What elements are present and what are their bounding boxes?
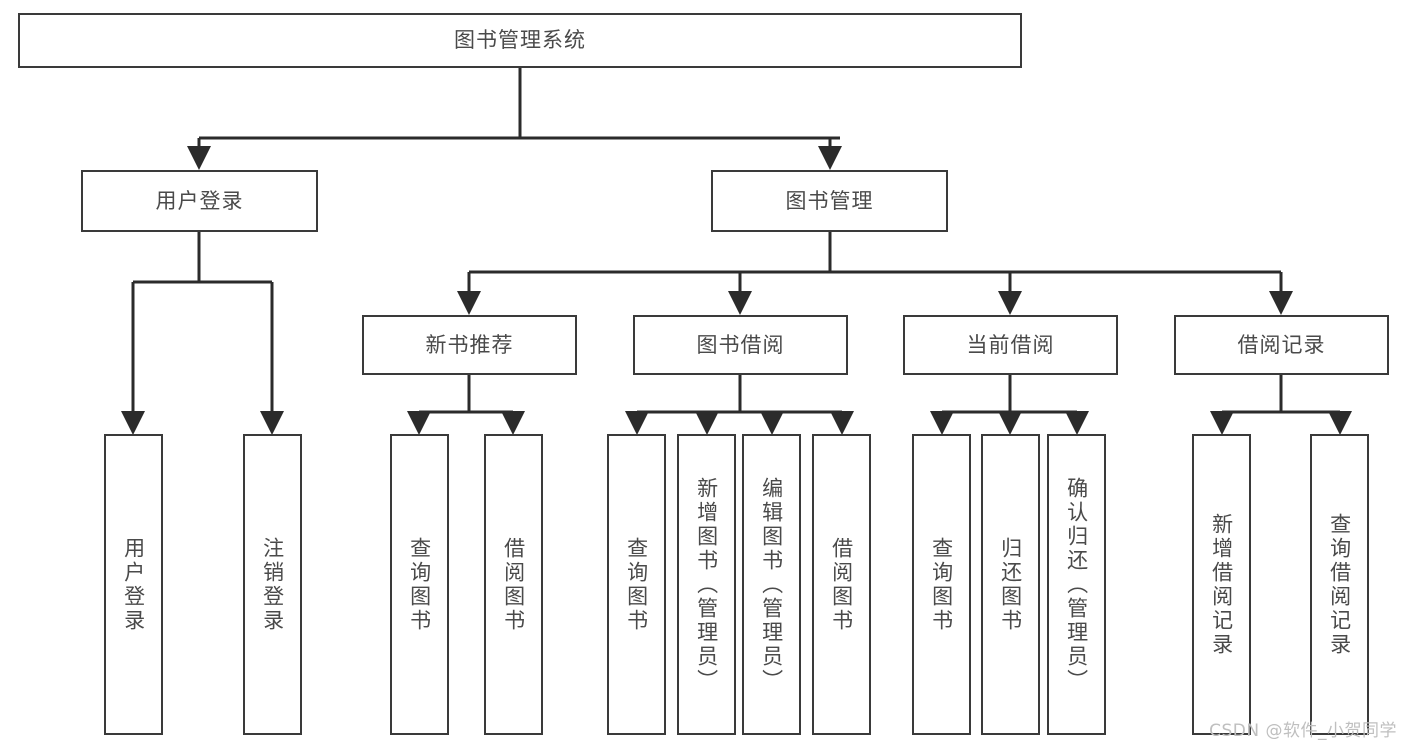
node-leaf-borrow-book-2[interactable]: 借阅图书 <box>812 434 871 735</box>
node-leaf-logout[interactable]: 注销登录 <box>243 434 302 735</box>
node-leaf-logout-label: 注销登录 <box>260 536 285 633</box>
node-leaf-add-book-admin-label: 新增图书（管理员） <box>694 476 719 693</box>
node-leaf-user-login-label: 用户登录 <box>121 536 146 633</box>
node-borrow-records-label: 借阅记录 <box>1237 332 1326 357</box>
node-book-borrow-label: 图书借阅 <box>696 332 785 357</box>
node-leaf-query-book-3[interactable]: 查询图书 <box>912 434 971 735</box>
node-current-borrow[interactable]: 当前借阅 <box>903 315 1118 375</box>
node-leaf-add-borrow-record[interactable]: 新增借阅记录 <box>1192 434 1251 735</box>
node-leaf-return-book[interactable]: 归还图书 <box>981 434 1040 735</box>
node-leaf-borrow-book-1-label: 借阅图书 <box>501 536 526 633</box>
node-leaf-query-borrow-record-label: 查询借阅记录 <box>1327 512 1352 657</box>
node-new-book-recommend-label: 新书推荐 <box>425 332 514 357</box>
node-leaf-query-borrow-record[interactable]: 查询借阅记录 <box>1310 434 1369 735</box>
node-user-login-label: 用户登录 <box>155 188 244 213</box>
node-book-borrow[interactable]: 图书借阅 <box>633 315 848 375</box>
node-leaf-query-book-1-label: 查询图书 <box>407 536 432 633</box>
node-book-management[interactable]: 图书管理 <box>711 170 948 232</box>
csdn-watermark: CSDN @软件_小贺同学 <box>1209 721 1397 741</box>
node-leaf-query-book-1[interactable]: 查询图书 <box>390 434 449 735</box>
node-new-book-recommend[interactable]: 新书推荐 <box>362 315 577 375</box>
node-leaf-borrow-book-1[interactable]: 借阅图书 <box>484 434 543 735</box>
node-root[interactable]: 图书管理系统 <box>18 13 1022 68</box>
node-leaf-add-borrow-record-label: 新增借阅记录 <box>1209 512 1234 657</box>
node-book-management-label: 图书管理 <box>785 188 874 213</box>
node-root-label: 图书管理系统 <box>454 28 586 53</box>
node-leaf-query-book-3-label: 查询图书 <box>929 536 954 633</box>
node-leaf-edit-book-admin-label: 编辑图书（管理员） <box>759 476 784 693</box>
node-leaf-confirm-return-admin-label: 确认归还（管理员） <box>1064 476 1089 693</box>
node-leaf-return-book-label: 归还图书 <box>998 536 1023 633</box>
node-leaf-query-book-2-label: 查询图书 <box>624 536 649 633</box>
node-leaf-confirm-return-admin[interactable]: 确认归还（管理员） <box>1047 434 1106 735</box>
node-borrow-records[interactable]: 借阅记录 <box>1174 315 1389 375</box>
node-current-borrow-label: 当前借阅 <box>966 332 1055 357</box>
node-user-login[interactable]: 用户登录 <box>81 170 318 232</box>
node-leaf-user-login[interactable]: 用户登录 <box>104 434 163 735</box>
node-leaf-query-book-2[interactable]: 查询图书 <box>607 434 666 735</box>
node-leaf-edit-book-admin[interactable]: 编辑图书（管理员） <box>742 434 801 735</box>
node-leaf-add-book-admin[interactable]: 新增图书（管理员） <box>677 434 736 735</box>
node-leaf-borrow-book-2-label: 借阅图书 <box>829 536 854 633</box>
